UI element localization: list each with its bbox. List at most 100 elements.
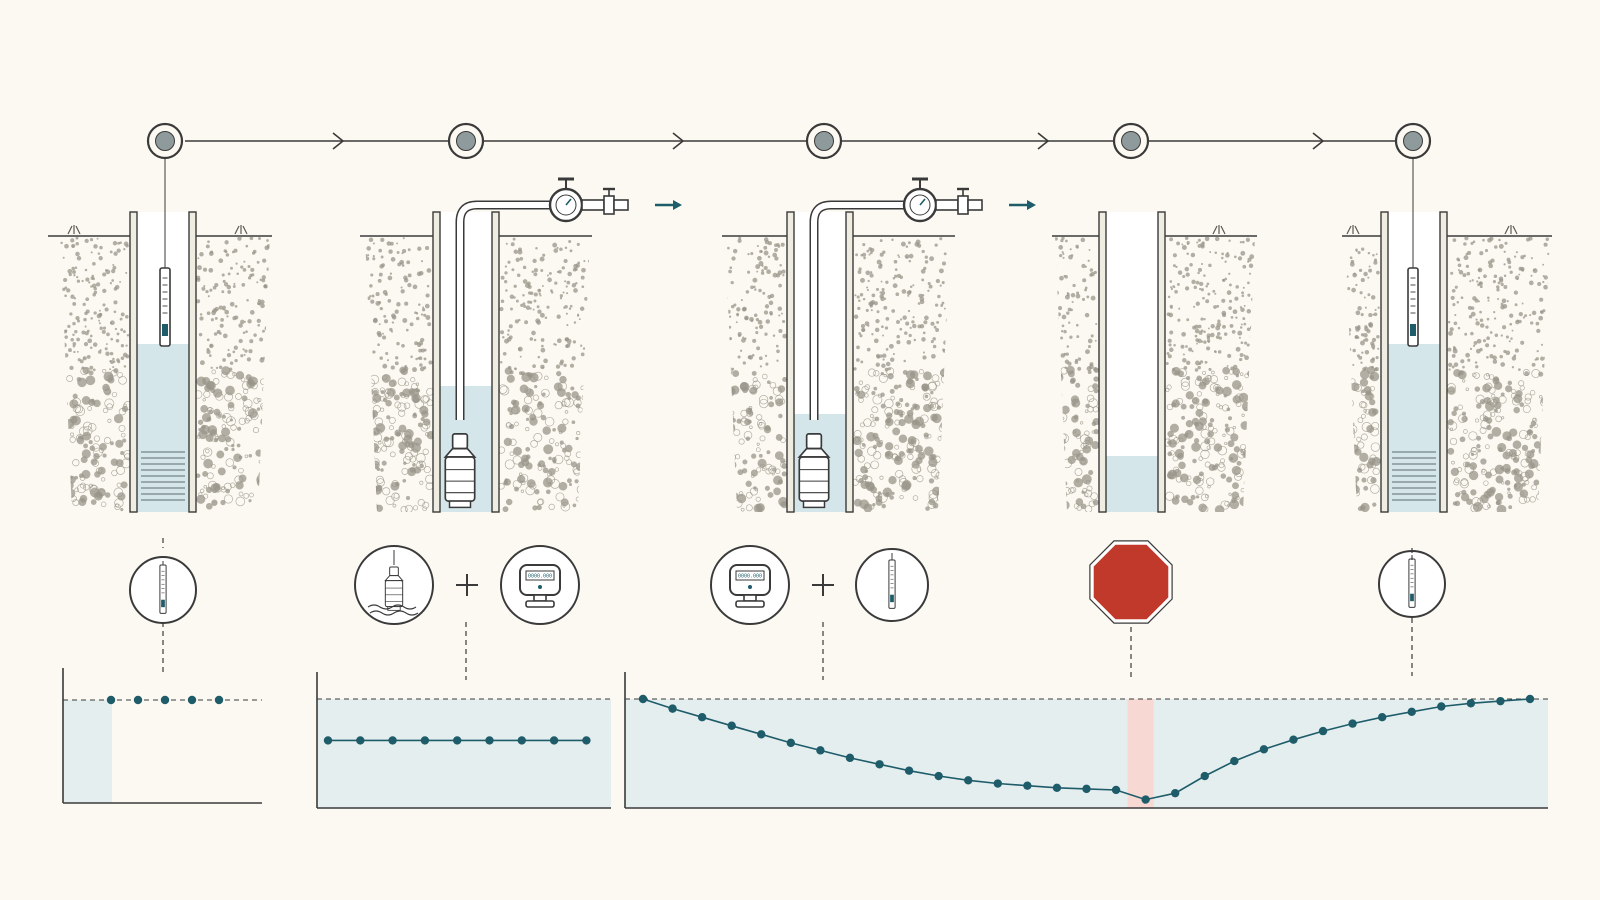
soil-grain [1369, 454, 1377, 462]
soil-grain [214, 436, 219, 440]
soil-grain [510, 406, 519, 415]
soil-grain [1070, 292, 1076, 298]
soil-grain [1241, 291, 1245, 295]
soil-grain [1345, 426, 1355, 436]
soil-grain [1252, 325, 1255, 329]
soil-grain [415, 357, 418, 361]
well-screen [141, 451, 185, 501]
soil-grain [397, 402, 407, 412]
soil-grain [378, 323, 381, 326]
pipe-outlet [967, 199, 983, 211]
soil-grain [1542, 309, 1546, 313]
soil-grain [199, 252, 204, 257]
soil-grain [736, 313, 740, 317]
soil-grain [899, 318, 903, 321]
soil-grain [413, 437, 422, 446]
soil-grain [370, 456, 375, 461]
soil-grain [211, 369, 217, 375]
soil-grain [203, 458, 213, 469]
soil-grain [725, 412, 731, 423]
soil-grain [1470, 241, 1474, 245]
soil-grain [586, 384, 590, 389]
water-level-meter-icon [1408, 558, 1416, 608]
soil-grain [414, 388, 419, 392]
soil-grain [1222, 278, 1225, 282]
soil-grain [1460, 296, 1464, 300]
soil-grain [1075, 293, 1081, 299]
soil-grain [1170, 286, 1173, 289]
soil-grain [113, 300, 118, 305]
soil-grain [72, 301, 77, 306]
soil-grain [258, 459, 263, 464]
soil-grain [895, 401, 901, 407]
soil-grain [781, 269, 786, 274]
soil-grain [77, 377, 87, 388]
soil-grain [881, 325, 884, 329]
soil-grain [853, 498, 862, 507]
soil-grain [1181, 245, 1187, 250]
soil-grain [756, 270, 759, 273]
soil-grain [228, 404, 235, 412]
soil-grain [1059, 438, 1066, 445]
soil-grain [519, 256, 524, 261]
soil-grain [885, 442, 894, 451]
soil-grain [1472, 296, 1477, 301]
soil-grain [199, 488, 205, 493]
soil-grain [759, 435, 766, 442]
soil-grain [755, 317, 760, 322]
stage-node-core [155, 131, 175, 151]
soil-grain [1199, 412, 1208, 421]
soil-grain [60, 448, 67, 455]
soil-grain [264, 326, 270, 331]
soil-grain [502, 335, 505, 339]
soil-grain [756, 244, 759, 248]
soil-grain [775, 433, 783, 441]
soil-grain [1475, 365, 1479, 369]
soil-grain [540, 347, 546, 353]
soil-grain [1348, 424, 1358, 434]
soil-grain [235, 496, 246, 507]
soil-grain [860, 324, 866, 329]
soil-grain [420, 313, 424, 316]
soil-grain [1367, 276, 1370, 279]
soil-grain [1360, 389, 1368, 396]
soil-grain [1360, 340, 1365, 346]
soil-grain [1368, 265, 1371, 268]
soil-grain [1470, 452, 1475, 457]
soil-grain [541, 285, 544, 287]
soil-grain [1192, 325, 1197, 330]
soil-grain [1536, 328, 1541, 334]
soil-grain [725, 434, 733, 442]
soil-grain [408, 388, 416, 395]
soil-grain [423, 357, 427, 361]
soil-grain [92, 293, 96, 297]
soil-grain [1531, 484, 1537, 491]
soil-grain [1453, 362, 1459, 367]
soil-grain [1494, 245, 1498, 249]
soil-grain [905, 370, 916, 380]
soil-grain [259, 337, 264, 342]
soil-grain [737, 334, 741, 338]
soil-grain [1545, 335, 1550, 341]
soil-grain [1060, 353, 1066, 358]
soil-grain [884, 367, 889, 372]
submersible-pump-icon [384, 566, 404, 611]
soil-grain [1544, 451, 1548, 455]
soil-grain [566, 324, 569, 327]
soil-grain [564, 455, 570, 461]
data-point [1525, 694, 1535, 704]
soil-grain [1351, 287, 1356, 293]
soil-grain [1448, 362, 1453, 367]
soil-grain [928, 478, 935, 484]
soil-grain [264, 245, 270, 251]
soil-grain [562, 504, 566, 508]
soil-grain [416, 271, 422, 277]
soil-grain [1232, 364, 1238, 370]
soil-grain [231, 250, 235, 254]
data-point [582, 736, 591, 745]
soil-grain [1529, 496, 1536, 503]
soil-grain [383, 314, 387, 318]
soil-grain [234, 358, 238, 363]
soil-grain [853, 367, 857, 371]
soil-grain [1518, 319, 1522, 324]
